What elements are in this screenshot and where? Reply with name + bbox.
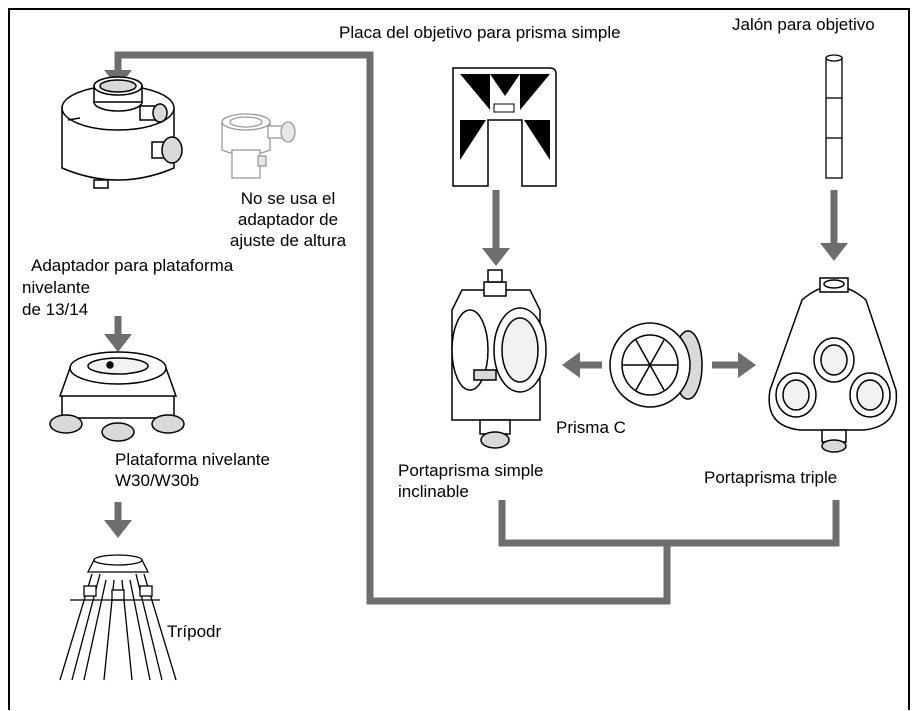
tribrach-adapter-label-line3: de 13/14 [22,300,89,319]
tripod-label: Trípodr [167,622,222,641]
tribrach-image [49,351,185,442]
triple-holder-label: Portaprisma triple [704,468,838,487]
tribrach-adapter-image [61,76,183,189]
tribrach-adapter-label-line2: nivelante [22,278,91,297]
arrow-adapter-to-tribrach [104,316,132,352]
tribrach-adapter-label-line1: Adaptador para plataforma [31,256,234,275]
tribrach-label-line2: W30/W30b [115,471,200,490]
arrow-prism-to-triple-holder [712,352,756,378]
target-pole-label: Jalón para objetivo [732,15,875,34]
arrow-pole-to-triple-holder [820,190,848,261]
tripod-image [59,554,177,681]
single-holder-label-line2: inclinable [398,482,469,501]
diagram-frame [8,8,910,710]
height-adapter-note-line1: No se usa el [240,189,336,208]
prism-image [609,322,703,408]
triple-holder-image [768,277,898,453]
prism-label: Prisma C [556,418,626,437]
tribrach-label-line1: Plataforma nivelante [115,450,270,469]
single-holder-image [451,269,547,449]
height-adapter-note-line3: ajuste de altura [229,231,347,250]
height-adjust-adapter-image [221,113,296,179]
arrow-tribrach-to-tripod [104,502,132,538]
arrow-plate-to-holder [482,190,510,266]
height-adapter-note-line2: adaptador de [237,210,339,229]
return-connector-line [114,51,840,605]
target-plate-image [452,67,557,187]
single-holder-label-line1: Portaprisma simple [398,461,544,480]
single-target-plate-label: Placa del objetivo para prisma simple [339,23,621,42]
target-pole-image [825,54,843,179]
arrow-prism-to-single-holder [562,352,602,378]
